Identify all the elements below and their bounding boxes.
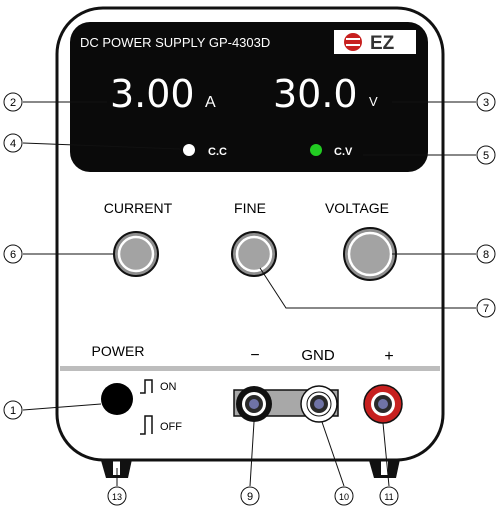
svg-text:10: 10 — [339, 492, 349, 502]
minus-terminal[interactable] — [236, 386, 272, 422]
display-panel — [70, 22, 428, 172]
callout-7: 7 — [476, 298, 496, 318]
svg-text:6: 6 — [10, 249, 16, 261]
fine-knob-label: FINE — [234, 200, 266, 216]
on-switch-icon — [140, 379, 153, 394]
leader-lines — [22, 101, 476, 487]
svg-text:1: 1 — [10, 405, 16, 417]
svg-text:5: 5 — [483, 150, 489, 162]
plus-terminal-label: + — [384, 348, 393, 365]
svg-text:2: 2 — [10, 97, 16, 109]
svg-text:11: 11 — [384, 492, 393, 502]
off-label: OFF — [160, 421, 182, 433]
power-button[interactable] — [101, 383, 133, 415]
callout-13: 13 — [107, 486, 127, 506]
svg-text:7: 7 — [483, 303, 489, 315]
on-label: ON — [160, 381, 177, 393]
voltage-knob-label: VOLTAGE — [325, 200, 389, 216]
plus-terminal[interactable] — [363, 384, 403, 424]
power-label: POWER — [92, 343, 145, 359]
model-label: DC POWER SUPPLY GP-4303D — [80, 35, 270, 50]
gnd-terminal[interactable] — [300, 385, 338, 423]
cc-indicator-led — [183, 144, 195, 156]
svg-text:4: 4 — [10, 138, 16, 150]
minus-terminal-label: − — [250, 347, 259, 364]
callout-8: 8 — [476, 244, 496, 264]
off-switch-icon — [140, 415, 153, 435]
voltage-unit: V — [369, 94, 378, 109]
cv-indicator-led — [310, 144, 322, 156]
svg-text:3: 3 — [483, 97, 489, 109]
gnd-terminal-label: GND — [301, 347, 335, 364]
cv-label: C.V — [334, 146, 353, 158]
callout-1: 1 — [3, 400, 23, 420]
callout-5: 5 — [476, 145, 496, 165]
callout-9: 9 — [240, 486, 260, 506]
callout-4: 4 — [3, 133, 23, 153]
callout-6: 6 — [3, 244, 23, 264]
voltage-readout: 30.0 — [273, 72, 358, 116]
current-unit: A — [205, 94, 216, 111]
svg-text:8: 8 — [483, 249, 489, 261]
svg-text:13: 13 — [112, 492, 122, 502]
callout-11: 11 — [379, 486, 399, 506]
brand-logo: EZ — [334, 30, 416, 54]
panel-divider — [60, 366, 440, 371]
callout-3: 3 — [476, 92, 496, 112]
brand-label: EZ — [370, 33, 395, 54]
callout-2: 2 — [3, 92, 23, 112]
svg-text:9: 9 — [247, 491, 253, 503]
callout-10: 10 — [334, 486, 354, 506]
fine-knob[interactable] — [231, 231, 277, 277]
voltage-knob[interactable] — [343, 227, 397, 281]
cc-label: C.C — [208, 146, 227, 158]
current-knob-label: CURRENT — [104, 200, 173, 216]
current-knob[interactable] — [113, 231, 159, 277]
current-readout: 3.00 — [110, 72, 195, 116]
